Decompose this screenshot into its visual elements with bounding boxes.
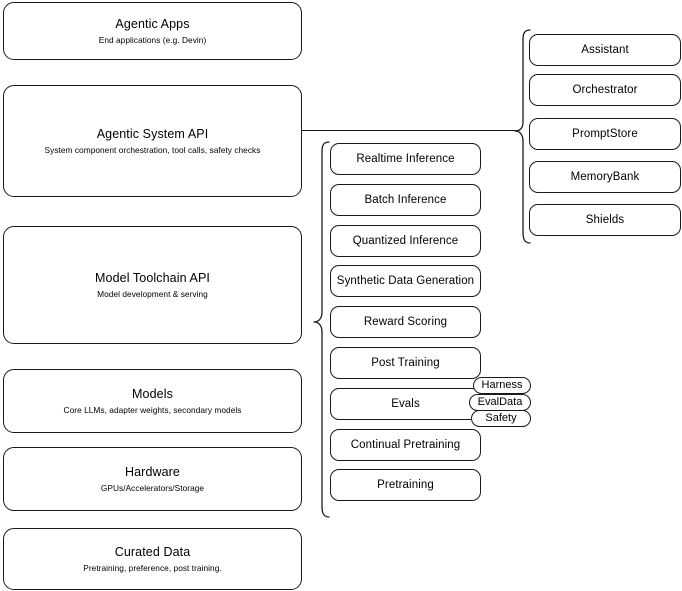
layer-title: Agentic System API <box>96 127 209 141</box>
toolchain-box-evals[interactable]: Evals <box>330 388 481 420</box>
system-component-box-memorybank[interactable]: MemoryBank <box>529 161 681 193</box>
layer-title: Agentic Apps <box>115 17 190 31</box>
toolchain-label: Batch Inference <box>364 194 447 206</box>
layer-box-models[interactable]: Models Core LLMs, adapter weights, secon… <box>3 369 302 433</box>
layer-subtitle: System component orchestration, tool cal… <box>44 145 261 155</box>
layer-subtitle: End applications (e.g. Devin) <box>98 35 207 45</box>
toolchain-box-batch-inference[interactable]: Batch Inference <box>330 184 481 216</box>
layer-box-agentic-system-api[interactable]: Agentic System API System component orch… <box>3 85 302 197</box>
toolchain-label: Synthetic Data Generation <box>336 275 475 287</box>
system-component-label: MemoryBank <box>570 171 640 183</box>
toolchain-box-synthetic-data-generation[interactable]: Synthetic Data Generation <box>330 265 481 297</box>
layer-subtitle: Core LLMs, adapter weights, secondary mo… <box>63 405 242 415</box>
brace-toolchain <box>303 140 331 520</box>
layer-subtitle: Pretraining, preference, post training. <box>83 563 222 573</box>
evals-badge-label: Safety <box>485 412 517 424</box>
toolchain-label: Realtime Inference <box>356 153 455 165</box>
toolchain-label: Evals <box>391 398 420 410</box>
system-component-label: PromptStore <box>572 128 638 140</box>
system-component-label: Assistant <box>581 44 629 56</box>
layer-title: Model Toolchain API <box>95 271 210 285</box>
toolchain-label: Pretraining <box>377 479 434 491</box>
evals-badge-evaldata[interactable]: EvalData <box>469 394 531 411</box>
system-component-box-promptstore[interactable]: PromptStore <box>529 118 681 150</box>
connector-line-system-api <box>302 130 517 132</box>
layer-subtitle: Model development & serving <box>97 289 208 299</box>
layer-box-hardware[interactable]: Hardware GPUs/Accelerators/Storage <box>3 447 302 511</box>
toolchain-box-reward-scoring[interactable]: Reward Scoring <box>330 306 481 338</box>
toolchain-label: Quantized Inference <box>352 235 459 247</box>
toolchain-box-realtime-inference[interactable]: Realtime Inference <box>330 143 481 175</box>
evals-badge-label: Harness <box>481 379 523 391</box>
evals-badge-harness[interactable]: Harness <box>473 377 531 394</box>
layer-title: Hardware <box>125 465 180 479</box>
layer-subtitle: GPUs/Accelerators/Storage <box>100 483 205 493</box>
layer-box-model-toolchain-api[interactable]: Model Toolchain API Model development & … <box>3 226 302 344</box>
toolchain-box-post-training[interactable]: Post Training <box>330 347 481 379</box>
layer-title: Curated Data <box>114 545 191 559</box>
system-component-box-shields[interactable]: Shields <box>529 204 681 236</box>
system-component-box-orchestrator[interactable]: Orchestrator <box>529 74 681 106</box>
evals-badge-safety[interactable]: Safety <box>471 410 531 427</box>
toolchain-box-continual-pretraining[interactable]: Continual Pretraining <box>330 429 481 461</box>
evals-badge-label: EvalData <box>477 396 523 408</box>
toolchain-box-quantized-inference[interactable]: Quantized Inference <box>330 225 481 257</box>
toolchain-label: Continual Pretraining <box>350 439 461 451</box>
system-component-box-assistant[interactable]: Assistant <box>529 34 681 66</box>
toolchain-box-pretraining[interactable]: Pretraining <box>330 469 481 501</box>
brace-system-components <box>505 28 533 246</box>
layer-box-agentic-apps[interactable]: Agentic Apps End applications (e.g. Devi… <box>3 2 302 60</box>
toolchain-label: Post Training <box>371 357 440 369</box>
layer-title: Models <box>132 387 173 401</box>
system-component-label: Shields <box>585 214 625 226</box>
layer-box-curated-data[interactable]: Curated Data Pretraining, preference, po… <box>3 528 302 590</box>
toolchain-label: Reward Scoring <box>363 316 448 328</box>
system-component-label: Orchestrator <box>572 84 638 96</box>
